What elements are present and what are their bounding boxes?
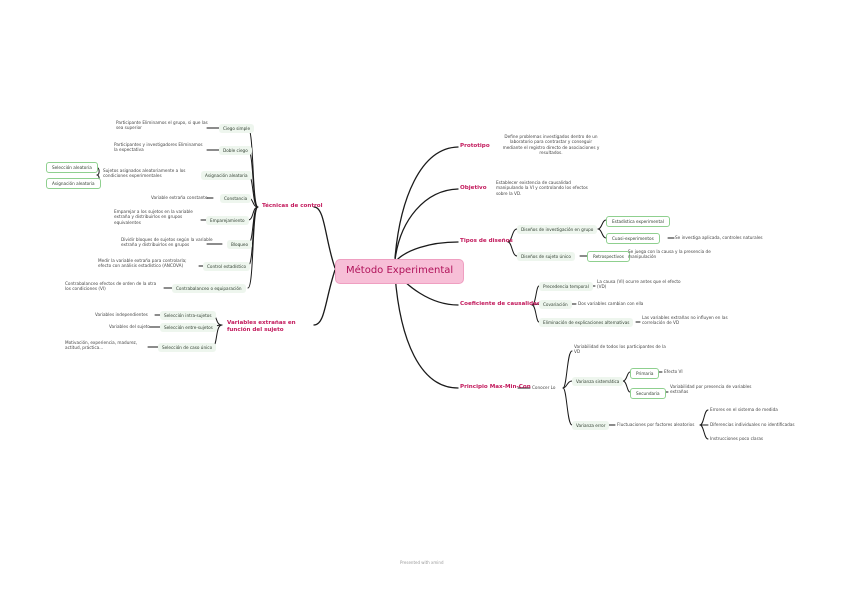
node-precedencia[interactable]: Precedencia temporal xyxy=(539,282,593,292)
leaf-covariacion: Dos variables cambian con ella xyxy=(578,301,644,306)
box-cuasi-experimentos[interactable]: Cuasi-experimentos xyxy=(606,233,660,245)
leaf-diferencias: Diferencias individuales no identificada… xyxy=(710,422,795,427)
box-retrospectivos[interactable]: Retrospectivos xyxy=(587,251,630,263)
leaf-primaria: Efecto VI xyxy=(664,369,683,374)
branch-tipos[interactable]: Tipos de diseños xyxy=(460,238,513,244)
node-doble-ciego[interactable]: Doble ciego xyxy=(219,146,252,156)
node-intra[interactable]: Selección intra-sujetos xyxy=(160,311,216,321)
leaf-caso-unico: Motivación, experiencia, madurez, actitu… xyxy=(65,340,138,351)
box-secundaria[interactable]: Secundaria xyxy=(630,388,666,400)
leaf-retrospectivos: Se juega con la causa y la presencia de … xyxy=(628,249,711,260)
leaf-error-medida: Errores en el sistema de medida xyxy=(710,407,778,412)
leaf-asignacion: Sujetos asignados aleatoriamente a los c… xyxy=(103,168,186,179)
node-asignacion[interactable]: Asignación aleatoria xyxy=(201,171,252,181)
box-primaria[interactable]: Primaria xyxy=(630,368,660,380)
leaf-contrabalanceo: Contrabalanceo efectos de orden de la ot… xyxy=(65,281,157,292)
node-ciego-simple[interactable]: Ciego simple xyxy=(219,124,255,134)
edge-root-variables xyxy=(313,269,336,326)
node-eliminacion[interactable]: Eliminación de explicaciones alternativa… xyxy=(539,318,634,328)
leaf-instrucciones: Instrucciones poco claras xyxy=(710,436,764,441)
node-control-estadistico[interactable]: Control estadístico xyxy=(203,262,251,272)
node-contrabalanceo[interactable]: Contrabalanceo o equiparación xyxy=(172,284,246,294)
node-varianza-sistematica[interactable]: Varianza sistemática xyxy=(572,377,624,387)
node-varianza-error[interactable]: Varianza error xyxy=(572,421,610,431)
edge-root-tecnicas xyxy=(313,206,336,269)
edge-root-prototipo xyxy=(394,146,459,259)
edge-root-objetivo xyxy=(394,188,459,261)
footer-credit: Presented with xmind xyxy=(400,560,444,565)
leaf-prototipo: Define problemas investigados dentro de … xyxy=(502,134,600,155)
leaf-cuasi: Se investiga aplicada, controles natural… xyxy=(675,235,763,240)
node-diseno-unico[interactable]: Diseños de sujeto único xyxy=(517,252,575,262)
leaf-doble-ciego: Participantes y investigadores Eliminamo… xyxy=(114,142,203,153)
branch-max-min-con[interactable]: Principio Max-Min-Con xyxy=(460,384,531,390)
node-emparejamiento[interactable]: Emparejamiento xyxy=(206,216,249,226)
leaf-intra: Variables independientes xyxy=(95,312,148,317)
leaf-ciego-simple: Participante Eliminamos el grupo, si que… xyxy=(116,120,208,131)
box-estadistica-experimental[interactable]: Estadística experimental xyxy=(606,216,670,228)
node-conocer[interactable]: Conocer Lo xyxy=(532,385,556,390)
branch-tecnicas[interactable]: Técnicas de control xyxy=(262,203,323,209)
root-topic[interactable]: Método Experimental xyxy=(335,259,465,284)
node-constancia[interactable]: Constancia xyxy=(220,194,252,204)
leaf-objetivo: Establecer existencia de causalidad mani… xyxy=(496,180,588,196)
leaf-varianza-error: Fluctuaciones por factores aleatorios xyxy=(617,422,695,427)
branch-variables[interactable]: Variables extrañas en función del sujeto xyxy=(227,320,296,333)
leaf-entre: Variables del sujeto xyxy=(109,324,150,329)
box-seleccion-aleatoria[interactable]: Selección aleatoria xyxy=(46,162,98,174)
box-asignacion-aleatoria[interactable]: Asignación aleatoria xyxy=(46,178,101,190)
node-caso-unico[interactable]: Selección de caso único xyxy=(158,343,217,353)
branch-objetivo[interactable]: Objetivo xyxy=(460,185,487,191)
node-entre[interactable]: Selección entre-sujetos xyxy=(160,323,217,333)
branch-coeficiente[interactable]: Coeficiente de causalidad xyxy=(460,301,541,307)
leaf-secundaria: Variabilidad por presencia de variables … xyxy=(670,384,752,395)
leaf-control-estadistico: Medir la variable extraña para controlar… xyxy=(98,258,187,269)
node-diseno-grupo[interactable]: Diseños de investigación en grupo xyxy=(517,225,598,235)
branch-prototipo[interactable]: Prototipo xyxy=(460,143,490,149)
leaf-variabilidad: Variabilidad de todos los participantes … xyxy=(574,344,666,355)
leaf-emparejamiento: Emparejar a los sujetos en la variable e… xyxy=(114,209,193,225)
leaf-eliminacion: Las variables extrañas no influyen en la… xyxy=(642,315,728,326)
leaf-bloqueo: Dividir bloques de sujetos según la vari… xyxy=(121,237,213,248)
node-bloqueo[interactable]: Bloqueo xyxy=(227,240,253,250)
leaf-precedencia: La causa (VI) ocurre antes que el efecto… xyxy=(597,279,681,290)
node-covariacion[interactable]: Covariación xyxy=(539,300,572,310)
edge-root-max xyxy=(394,274,459,389)
leaf-constancia: Variable extraña constante xyxy=(151,195,208,200)
edge-root-tipos xyxy=(394,241,459,263)
